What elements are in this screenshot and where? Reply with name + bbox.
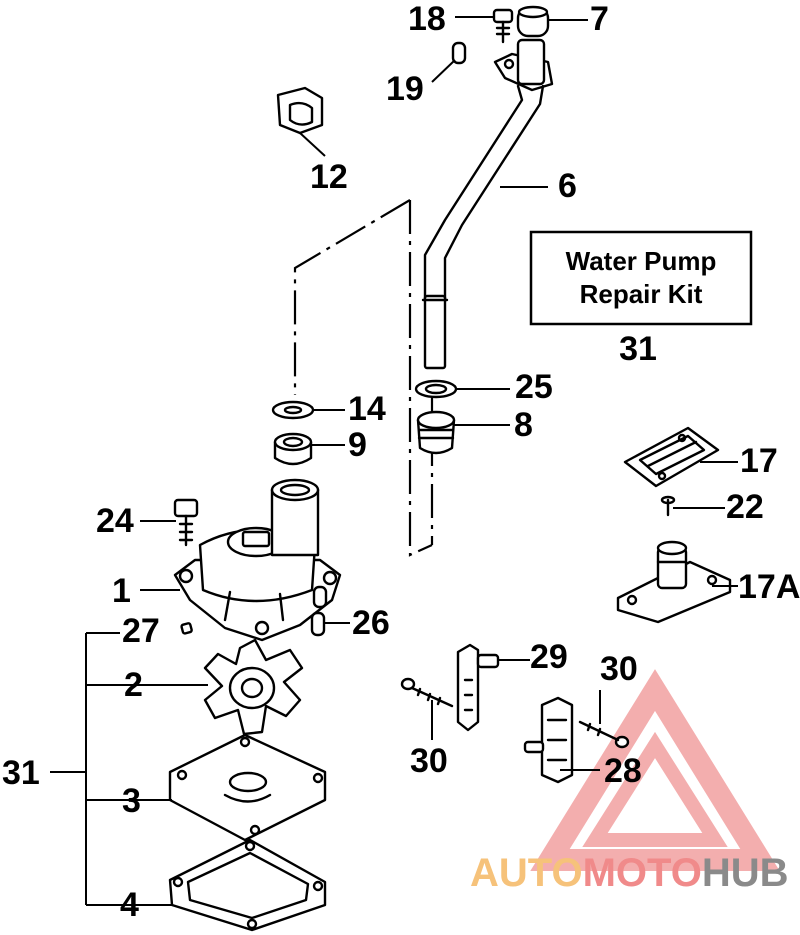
part-9-bushing — [273, 432, 313, 466]
callout-22: 22 — [726, 488, 764, 526]
part-8-grommet-seal — [416, 410, 456, 455]
callout-4: 4 — [120, 886, 139, 924]
part-22-screw — [660, 495, 676, 517]
part-7-grommet — [516, 5, 550, 38]
callout-2: 2 — [124, 666, 143, 704]
part-12-clip — [276, 86, 324, 135]
callout-26: 26 — [352, 604, 390, 642]
watermark-auto: AUTO — [470, 851, 583, 895]
dashed-guide-lines — [293, 199, 434, 557]
callout-8: 8 — [514, 406, 533, 444]
callout-18: 18 — [408, 0, 446, 38]
guide-line-left — [293, 199, 411, 395]
part-25-seal-ring — [414, 379, 458, 399]
watermark-moto: MOTO — [583, 851, 702, 895]
part-17-cover-plate — [623, 426, 720, 488]
callout-30-right: 30 — [600, 650, 638, 688]
watermark-triangle-inner — [582, 731, 728, 847]
callout-17: 17 — [740, 442, 778, 480]
callout-25: 25 — [515, 368, 553, 406]
part-19-pin — [451, 41, 467, 65]
part-30-screw-left — [400, 677, 454, 708]
part-30-screw-right — [578, 720, 630, 749]
callout-30-left: 30 — [410, 742, 448, 780]
kit-label-number: 31 — [619, 330, 657, 368]
svg-text:AUTOMOTOHUB: AUTOMOTOHUB — [470, 851, 789, 895]
part-27-key — [180, 622, 193, 635]
callout-29: 29 — [530, 638, 568, 676]
part-14-washer — [271, 400, 315, 420]
part-24-bolt — [173, 498, 199, 547]
part-26-dowel-pin — [310, 585, 328, 637]
watermark-logo — [530, 669, 780, 871]
guide-line-right — [408, 200, 433, 557]
watermark-triangle-outer — [530, 669, 780, 871]
callout-12: 12 — [310, 158, 348, 196]
part-17a-bracket — [616, 540, 732, 624]
leader-lines — [50, 16, 738, 906]
kit-label-box: Water Pump Repair Kit 31 — [529, 230, 753, 368]
callout-3: 3 — [122, 782, 141, 820]
watermark-hub: HUB — [702, 851, 789, 895]
callout-27: 27 — [122, 612, 160, 650]
callout-28: 28 — [604, 752, 642, 790]
kit-label-line1: Water Pump — [566, 246, 717, 276]
callout-6: 6 — [558, 167, 577, 205]
kit-label-line2: Repair Kit — [580, 279, 703, 309]
part-2-impeller — [203, 638, 304, 736]
part-3-impeller-plate — [168, 733, 327, 842]
callout-17a: 17A — [738, 568, 800, 606]
part-4-gasket — [168, 838, 327, 932]
part-28-clamp — [523, 696, 574, 784]
callout-7: 7 — [590, 0, 609, 38]
callout-24: 24 — [96, 502, 134, 540]
callout-14: 14 — [348, 390, 386, 428]
part-6-water-tube — [421, 38, 554, 370]
watermark-text: AUTOMOTOHUB — [470, 851, 789, 895]
callout-9: 9 — [348, 426, 367, 464]
part-29-clamp — [456, 643, 500, 732]
callout-31: 31 — [2, 754, 40, 792]
callout-1: 1 — [112, 572, 131, 610]
callout-19: 19 — [386, 70, 424, 108]
part-18-screw — [492, 8, 514, 44]
